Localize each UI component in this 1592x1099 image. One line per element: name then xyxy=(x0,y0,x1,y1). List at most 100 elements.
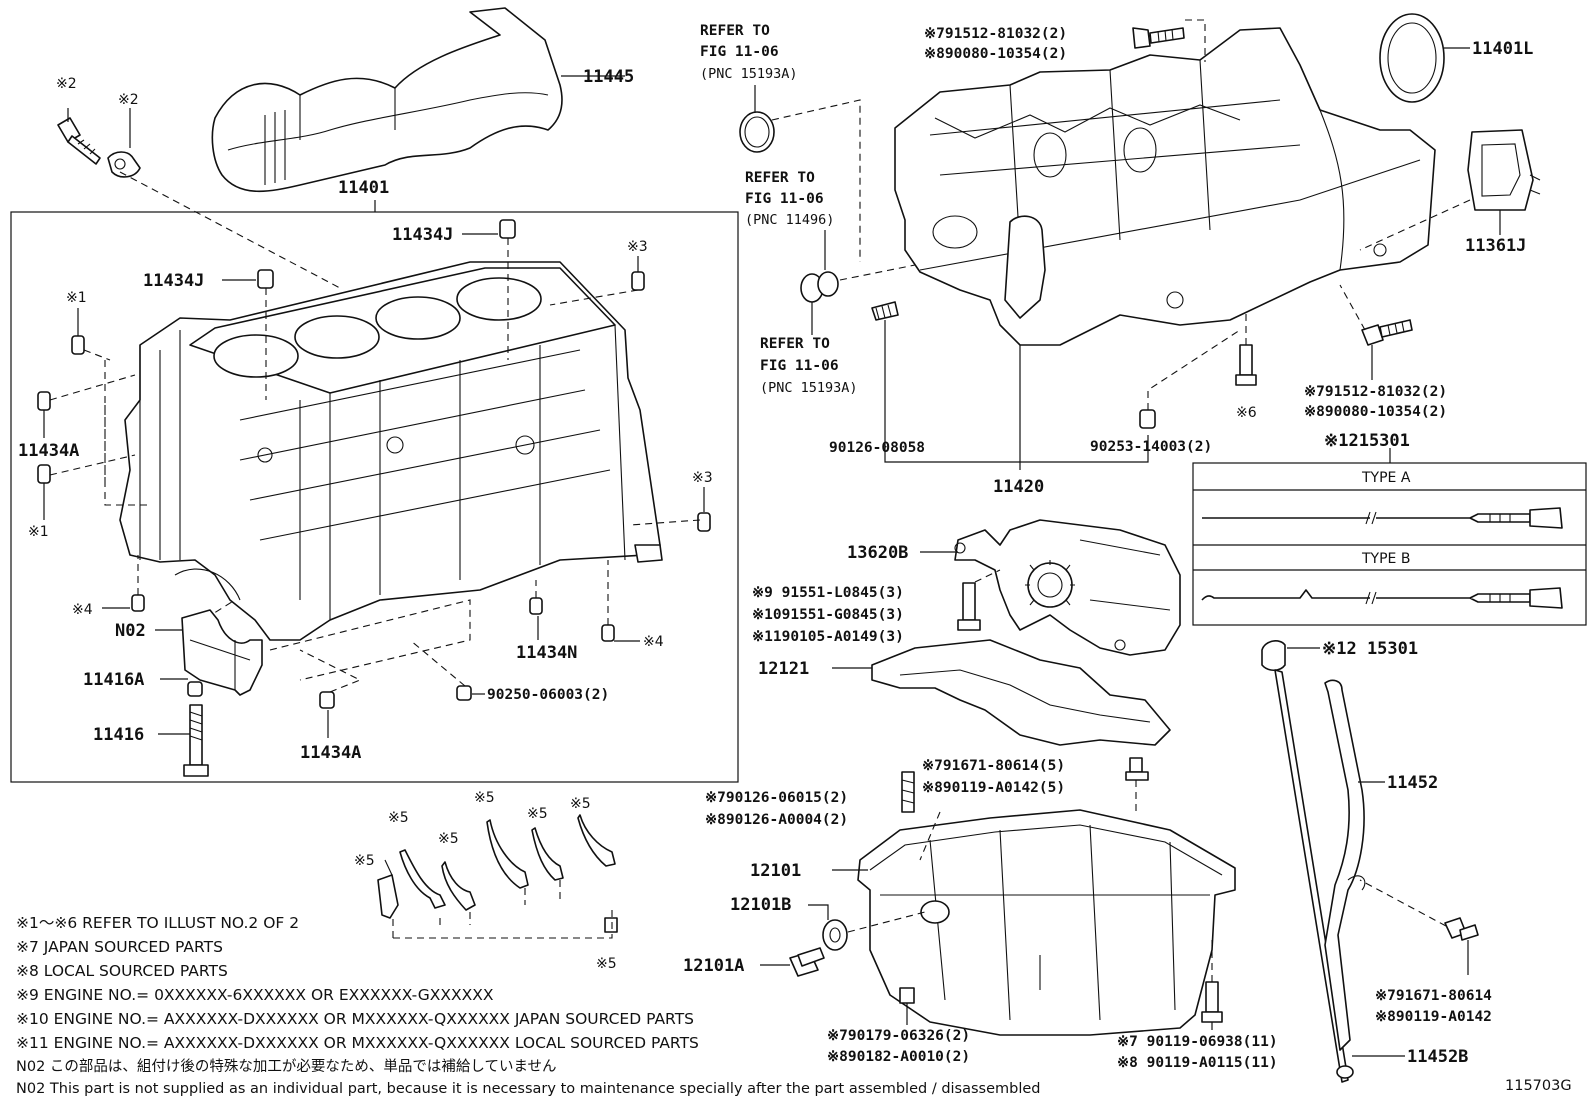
drain-bolt-labels: ※790179-06326(2) ※890182-A0010(2) xyxy=(827,1028,970,1065)
label-11452: 11452 xyxy=(1387,773,1438,793)
bolt-91512-mid xyxy=(1361,319,1413,346)
refer-note-1: REFER TO FIG 11-06 (PNC 15193A) xyxy=(700,23,798,82)
svg-text:※890080-10354(2): ※890080-10354(2) xyxy=(924,46,1067,62)
label-12121: 12121 xyxy=(758,659,809,679)
oil-nozzles xyxy=(377,814,618,933)
note-3: ※8 LOCAL SOURCED PARTS xyxy=(16,962,228,980)
bolt-90179 xyxy=(899,987,915,1004)
label-11420: 11420 xyxy=(993,477,1044,497)
bolt-top-labels: ※791512-81032(2) ※890080-10354(2) xyxy=(924,26,1067,62)
refer-note-2: REFER TO FIG 11-06 (PNC 11496) xyxy=(745,170,834,228)
svg-text:FIG 11-06: FIG 11-06 xyxy=(700,44,779,60)
label-12101A: 12101A xyxy=(683,956,744,976)
svg-text:※790179-06326(2): ※790179-06326(2) xyxy=(827,1028,970,1044)
svg-text:※5: ※5 xyxy=(474,790,495,806)
label-11434a-bottom: 11434A xyxy=(300,743,361,763)
svg-text:(PNC 15193A): (PNC 15193A) xyxy=(760,380,858,396)
svg-text:※5: ※5 xyxy=(527,806,548,822)
label-11401L: 11401L xyxy=(1472,39,1533,59)
svg-text:※5: ※5 xyxy=(438,831,459,847)
label-11416: 11416 xyxy=(93,725,144,745)
mark-3a: ※3 xyxy=(627,239,648,255)
mark-1b: ※1 xyxy=(28,524,49,540)
note-2: ※7 JAPAN SOURCED PARTS xyxy=(16,938,223,956)
svg-text:※790126-06015(2): ※790126-06015(2) xyxy=(705,790,848,806)
label-11434j-left: 11434J xyxy=(143,271,204,291)
illustration-id: 115703G xyxy=(1505,1078,1572,1094)
bolt-bracket xyxy=(57,117,141,178)
svg-text:REFER TO: REFER TO xyxy=(745,170,815,186)
mark-1a: ※1 xyxy=(66,290,87,306)
note-7: N02 この部品は、組付け後の特殊な加工が必要なため、単品では補給していません xyxy=(16,1058,557,1075)
label-N02: N02 xyxy=(115,621,146,641)
label-90253: 90253-14003(2) xyxy=(1090,439,1212,455)
mark-4a: ※4 xyxy=(72,602,93,618)
stud-labels: ※790126-06015(2) ※890126-A0004(2) xyxy=(705,790,848,828)
mark-2a: ※2 xyxy=(56,76,77,92)
plate-11361J xyxy=(1467,129,1541,211)
dowel-90253 xyxy=(1139,409,1156,429)
svg-text:※5: ※5 xyxy=(596,956,617,972)
label-11361J: 11361J xyxy=(1465,236,1526,256)
svg-text:FIG 11-06: FIG 11-06 xyxy=(745,191,824,207)
baffle-plate-12121 xyxy=(871,639,1171,746)
drain-gasket-12101B xyxy=(822,919,848,951)
label-13620B: 13620B xyxy=(847,543,908,563)
oil-seal-11401L xyxy=(1379,13,1445,103)
svg-text:※791512-81032(2): ※791512-81032(2) xyxy=(1304,384,1447,400)
footnotes: ※1～※6 REFER TO ILLUST NO.2 OF 2 ※7 JAPAN… xyxy=(16,914,1041,1097)
svg-text:(PNC 15193A): (PNC 15193A) xyxy=(700,66,798,82)
cylinder-block-11401 xyxy=(119,261,663,641)
mark-4b: ※4 xyxy=(643,634,664,650)
guide-bolt xyxy=(1444,917,1479,941)
guide-bolt-labels: ※791671-80614 ※890119-A0142 xyxy=(1375,988,1492,1025)
svg-text:※8 90119-A0115(11): ※8 90119-A0115(11) xyxy=(1117,1055,1278,1071)
refer-note-3: REFER TO FIG 11-06 (PNC 15193A) xyxy=(760,336,858,396)
o-ring-11452B xyxy=(1336,1065,1354,1079)
svg-text:(PNC 11496): (PNC 11496) xyxy=(745,212,834,228)
water-jacket-spacer-11445 xyxy=(211,7,563,193)
note-8: N02 This part is not supplied as an indi… xyxy=(16,1081,1041,1097)
label-11434j-top: 11434J xyxy=(392,225,453,245)
bearing-cap-N02 xyxy=(181,609,263,696)
bolt-11416 xyxy=(183,704,209,777)
label-90250: 90250-06003(2) xyxy=(487,687,609,703)
stud-90126-06015 xyxy=(901,771,915,813)
svg-text:※5: ※5 xyxy=(570,796,591,812)
o-ring-pair-b xyxy=(817,271,839,297)
bolt-mark-6 xyxy=(1235,344,1257,386)
crankcase-11420 xyxy=(894,27,1436,346)
svg-text:※1190105-A0149(3): ※1190105-A0149(3) xyxy=(752,629,904,645)
svg-text:FIG 11-06: FIG 11-06 xyxy=(760,358,839,374)
svg-text:※890182-A0010(2): ※890182-A0010(2) xyxy=(827,1049,970,1065)
dipstick-guide-11452 xyxy=(1324,679,1366,1051)
svg-text:※9 91551-L0845(3): ※9 91551-L0845(3) xyxy=(752,585,904,601)
svg-text:※890119-A0142: ※890119-A0142 xyxy=(1375,1009,1492,1025)
svg-text:※890080-10354(2): ※890080-10354(2) xyxy=(1304,404,1447,420)
mark-6: ※6 xyxy=(1236,405,1257,421)
label-11434a-left: 11434A xyxy=(18,441,79,461)
nozzle-marks: ※5 ※5 ※5 ※5 ※5 ※5 ※5 xyxy=(354,790,617,972)
note-6: ※11 ENGINE NO.= AXXXXXX-DXXXXXX OR MXXXX… xyxy=(16,1034,699,1052)
label-12101B: 12101B xyxy=(730,895,791,915)
pan-bolt-labels: ※791671-80614(5) ※890119-A0142(5) xyxy=(922,758,1065,796)
label-11416a: 11416A xyxy=(83,670,144,690)
svg-text:※791512-81032(2): ※791512-81032(2) xyxy=(924,26,1067,42)
oil-pan-12101 xyxy=(857,809,1236,1036)
label-15301: ※12 15301 xyxy=(1322,639,1418,659)
note-5: ※10 ENGINE NO.= AXXXXXX-DXXXXXX OR MXXXX… xyxy=(16,1010,694,1028)
pan-bolt-91671 xyxy=(1125,757,1149,781)
svg-text:※890126-A0004(2): ※890126-A0004(2) xyxy=(705,812,848,828)
pump-bolt xyxy=(957,582,981,631)
note-4: ※9 ENGINE NO.= 0XXXXXX-6XXXXXX OR EXXXXX… xyxy=(16,986,494,1004)
type-b-label: TYPE B xyxy=(1361,551,1410,567)
svg-text:※7 90119-06938(11): ※7 90119-06938(11) xyxy=(1117,1034,1278,1050)
svg-text:※791671-80614: ※791671-80614 xyxy=(1375,988,1492,1004)
pan-b-labels: ※7 90119-06938(11) ※8 90119-A0115(11) xyxy=(1117,1034,1278,1071)
label-11452B: 11452B xyxy=(1407,1047,1468,1067)
svg-text:※1091551-G0845(3): ※1091551-G0845(3) xyxy=(752,607,904,623)
label-11434n: 11434N xyxy=(516,643,577,663)
label-11401: 11401 xyxy=(338,178,389,198)
